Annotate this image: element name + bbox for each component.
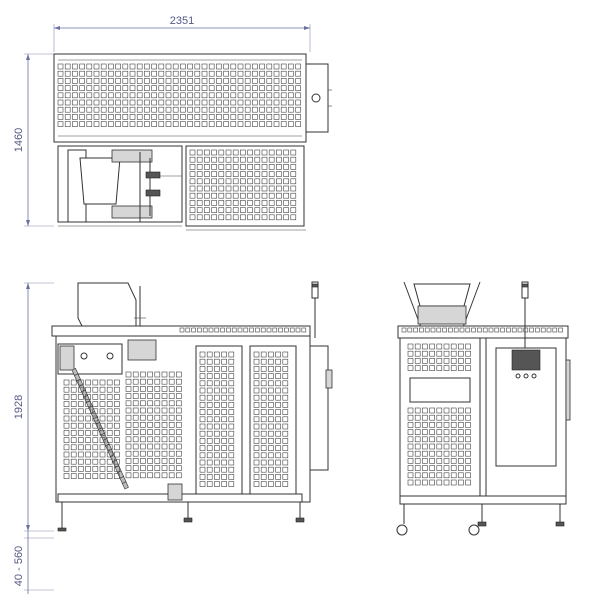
side-view bbox=[51, 281, 333, 532]
grid-side-doors bbox=[199, 351, 289, 487]
dimension-leg-range: 40 - 560 bbox=[13, 531, 54, 594]
front-view bbox=[396, 281, 571, 536]
side-legs bbox=[57, 502, 305, 532]
gear-icon bbox=[106, 352, 114, 360]
gear-icon bbox=[80, 352, 88, 360]
grid-side-left bbox=[63, 371, 182, 479]
grid-front-rail bbox=[401, 327, 563, 333]
grid-side-rail bbox=[179, 327, 307, 333]
front-legs bbox=[396, 504, 565, 536]
door-right bbox=[249, 345, 297, 497]
caster-icon bbox=[396, 524, 408, 536]
button-icon bbox=[531, 373, 537, 379]
grid-top-lower bbox=[189, 149, 297, 221]
grid-top-hood bbox=[57, 63, 301, 127]
top-height-label: 1460 bbox=[13, 128, 25, 152]
top-view bbox=[53, 53, 332, 231]
button-icon bbox=[515, 373, 521, 379]
dimension-width: 2351 bbox=[53, 15, 311, 52]
leg-range-label: 40 - 560 bbox=[13, 546, 25, 586]
width-label: 2351 bbox=[170, 15, 194, 27]
dimension-top-height: 1460 bbox=[13, 53, 54, 227]
caster-icon bbox=[468, 524, 480, 536]
side-height-label: 1928 bbox=[13, 395, 25, 419]
hmi-screen bbox=[511, 349, 541, 371]
dimension-side-height: 1928 bbox=[13, 282, 54, 532]
knob-icon bbox=[311, 93, 321, 103]
button-icon bbox=[523, 373, 529, 379]
door-left bbox=[195, 345, 243, 497]
grid-front-left bbox=[407, 343, 471, 486]
